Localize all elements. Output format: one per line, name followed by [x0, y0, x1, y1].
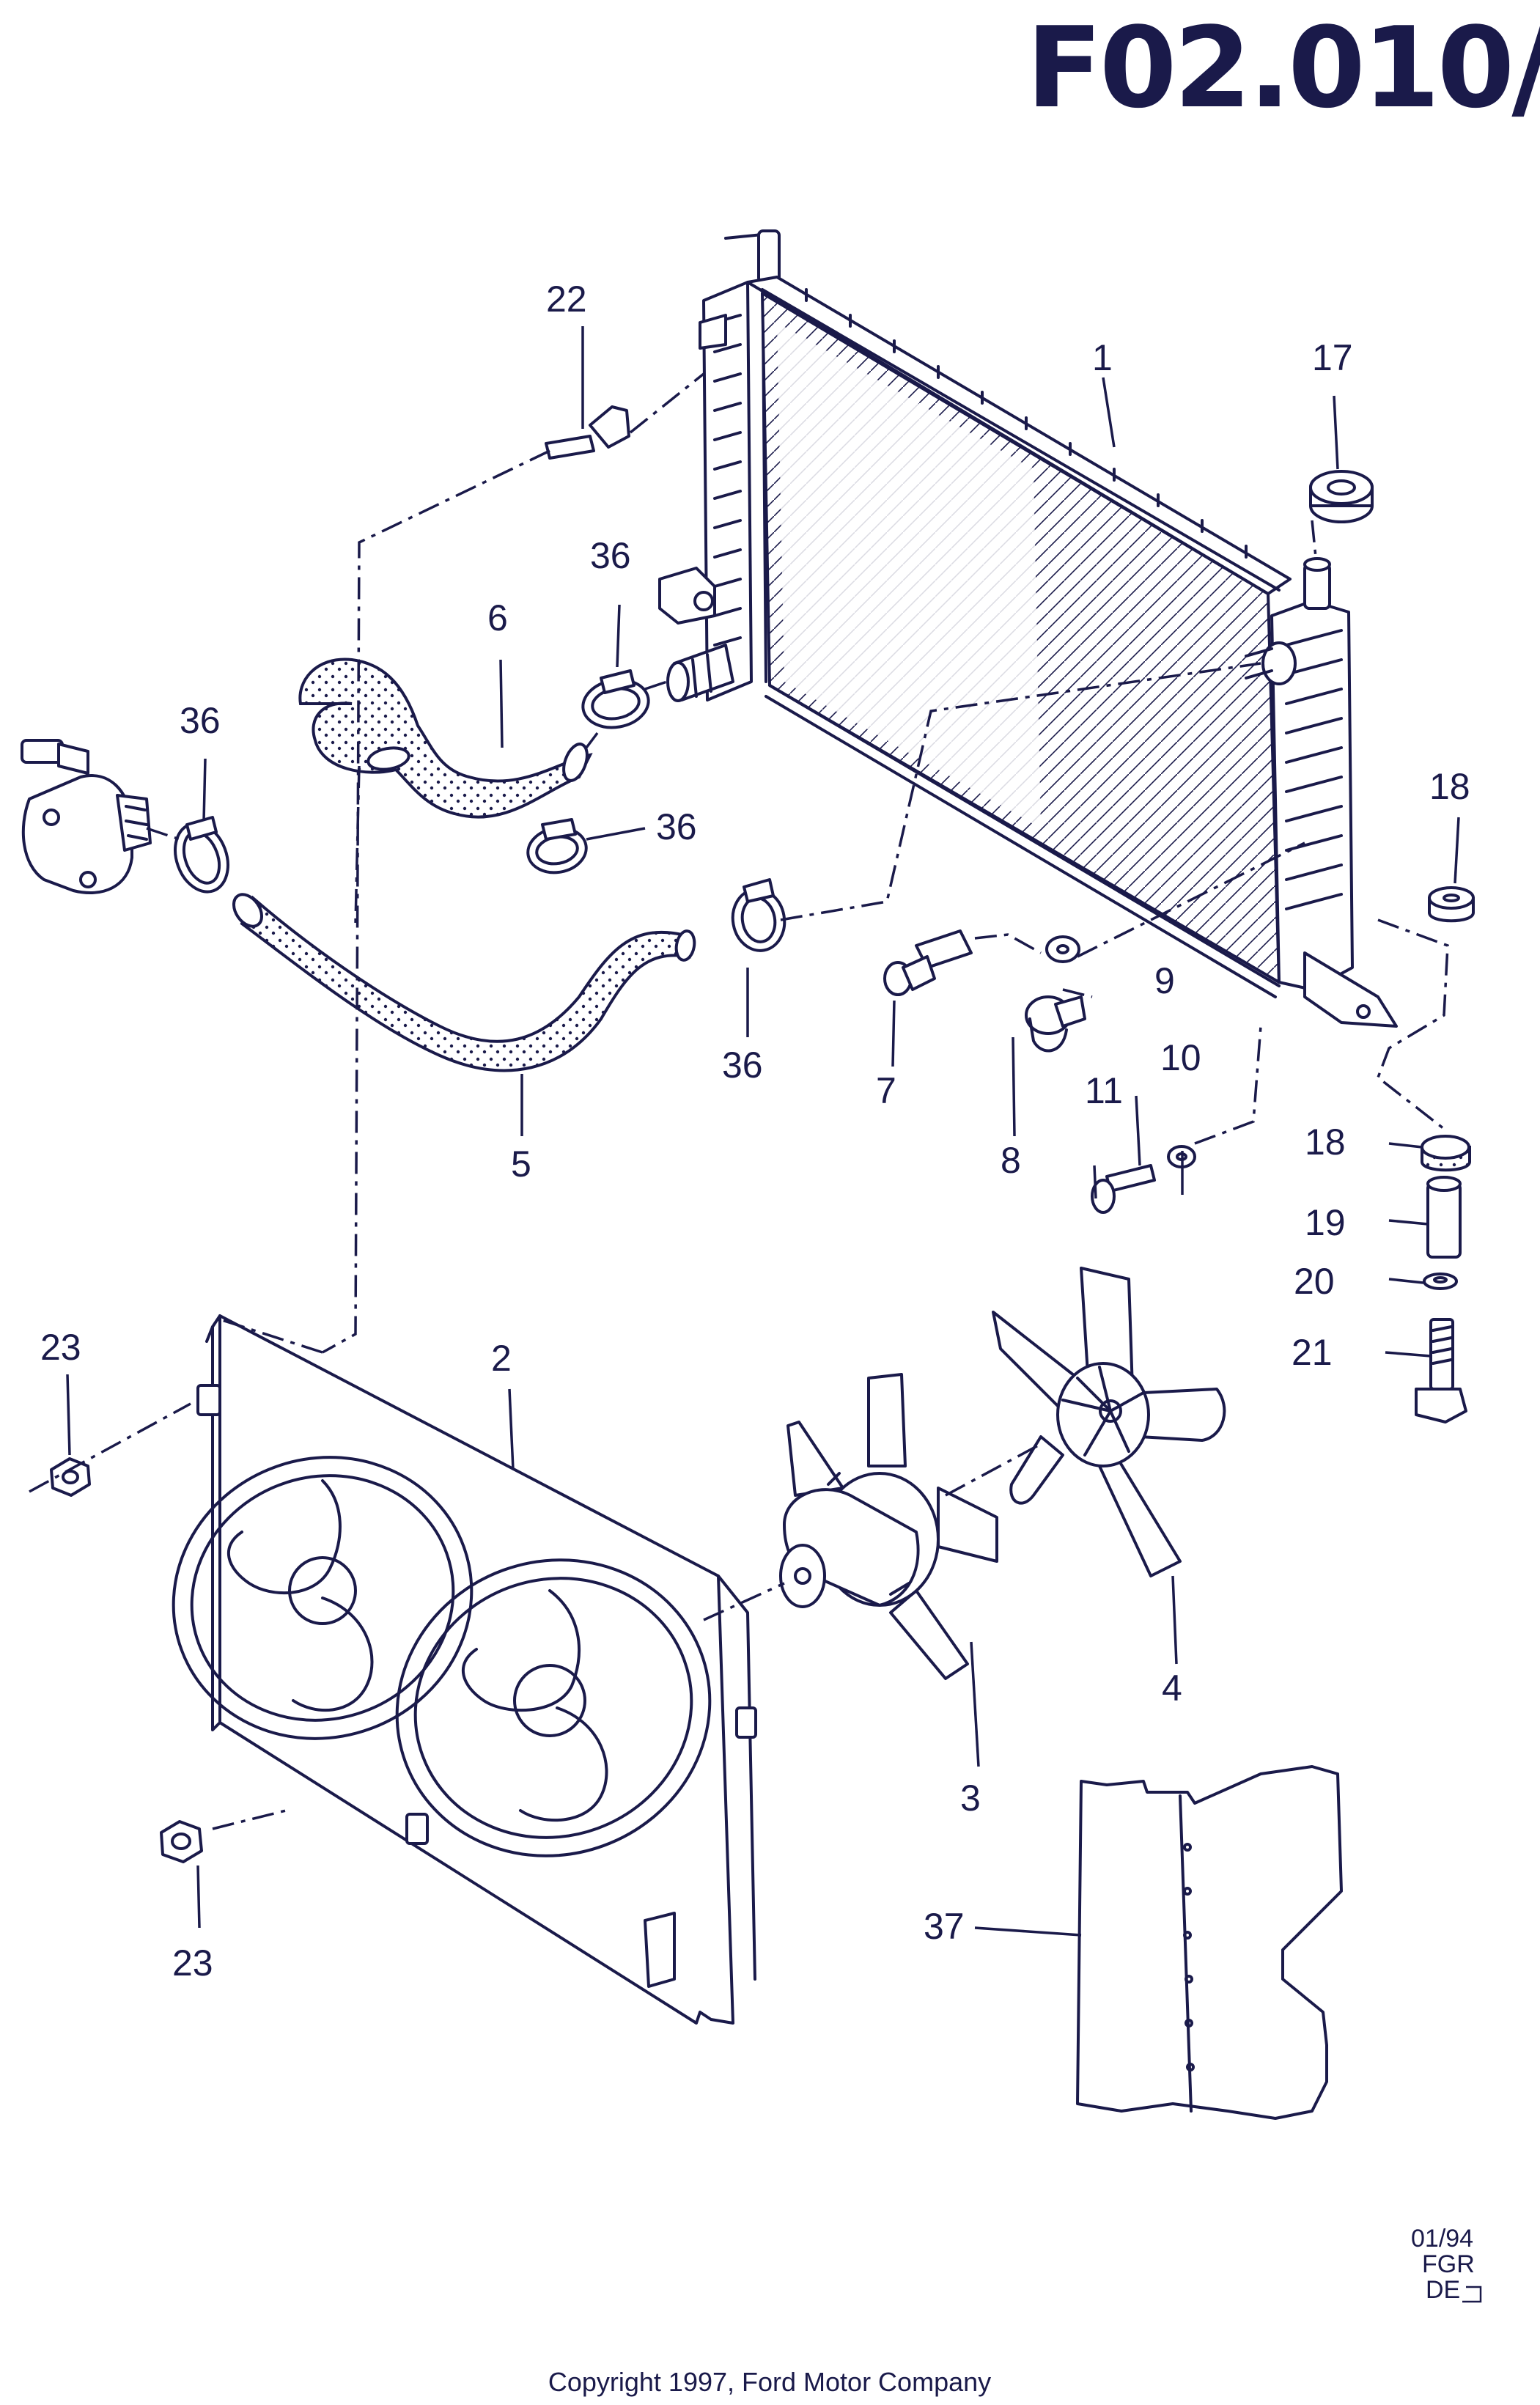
callout-23-lower: 23: [172, 1942, 213, 1984]
fan-blade: [992, 1267, 1226, 1577]
lower-hose: [232, 893, 696, 1072]
drawing-date: 01/94: [1411, 2225, 1473, 2253]
callout-20: 20: [1294, 1261, 1335, 1302]
callout-22: 22: [546, 279, 587, 320]
upper-hose: [298, 658, 593, 819]
thermostat-housing: [21, 739, 152, 894]
leader-lines: [66, 326, 1460, 1937]
fan-motor: [779, 1373, 998, 1680]
callout-36-mid: 36: [656, 806, 697, 847]
copyright: Copyright 1997, Ford Motor Company: [548, 2367, 991, 2397]
callout-2: 2: [491, 1338, 512, 1379]
callout-11: 11: [1085, 1070, 1123, 1111]
callout-36-top: 36: [590, 535, 631, 576]
callout-18-lower: 18: [1305, 1122, 1346, 1163]
drawing-code-line3: DE: [1426, 2276, 1460, 2304]
callout-8: 8: [1001, 1140, 1021, 1181]
callout-21: 21: [1292, 1332, 1333, 1373]
drawing-code-line2: FGR: [1422, 2250, 1475, 2278]
fan-shroud: [172, 1314, 757, 2025]
callout-19: 19: [1305, 1202, 1346, 1243]
callout-10: 10: [1160, 1037, 1201, 1078]
callout-17: 17: [1312, 337, 1353, 378]
callout-3: 3: [960, 1778, 981, 1819]
callout-6: 6: [487, 597, 508, 638]
callout-labels: 1 2 3 4 5 6 7 8 9 10 11 17 18 18 19 20 2…: [40, 279, 1470, 1984]
assembly-lines: [29, 372, 1449, 1830]
callout-18-upper: 18: [1429, 766, 1470, 807]
callout-36-left: 36: [180, 700, 221, 741]
callout-36-bottom: 36: [722, 1045, 763, 1086]
callout-37: 37: [924, 1906, 965, 1947]
page-code: F02.010/1: [1026, 3, 1540, 133]
callout-5: 5: [511, 1143, 531, 1185]
callout-7: 7: [876, 1070, 896, 1111]
callout-23-upper: 23: [40, 1327, 81, 1368]
drawing-code: 01/94 FGR DE: [1411, 2225, 1482, 2304]
callout-1: 1: [1092, 337, 1113, 378]
hose-clamps: [174, 669, 786, 952]
callout-4: 4: [1162, 1668, 1182, 1709]
radiator: [658, 229, 1398, 1028]
callout-9: 9: [1154, 960, 1175, 1001]
